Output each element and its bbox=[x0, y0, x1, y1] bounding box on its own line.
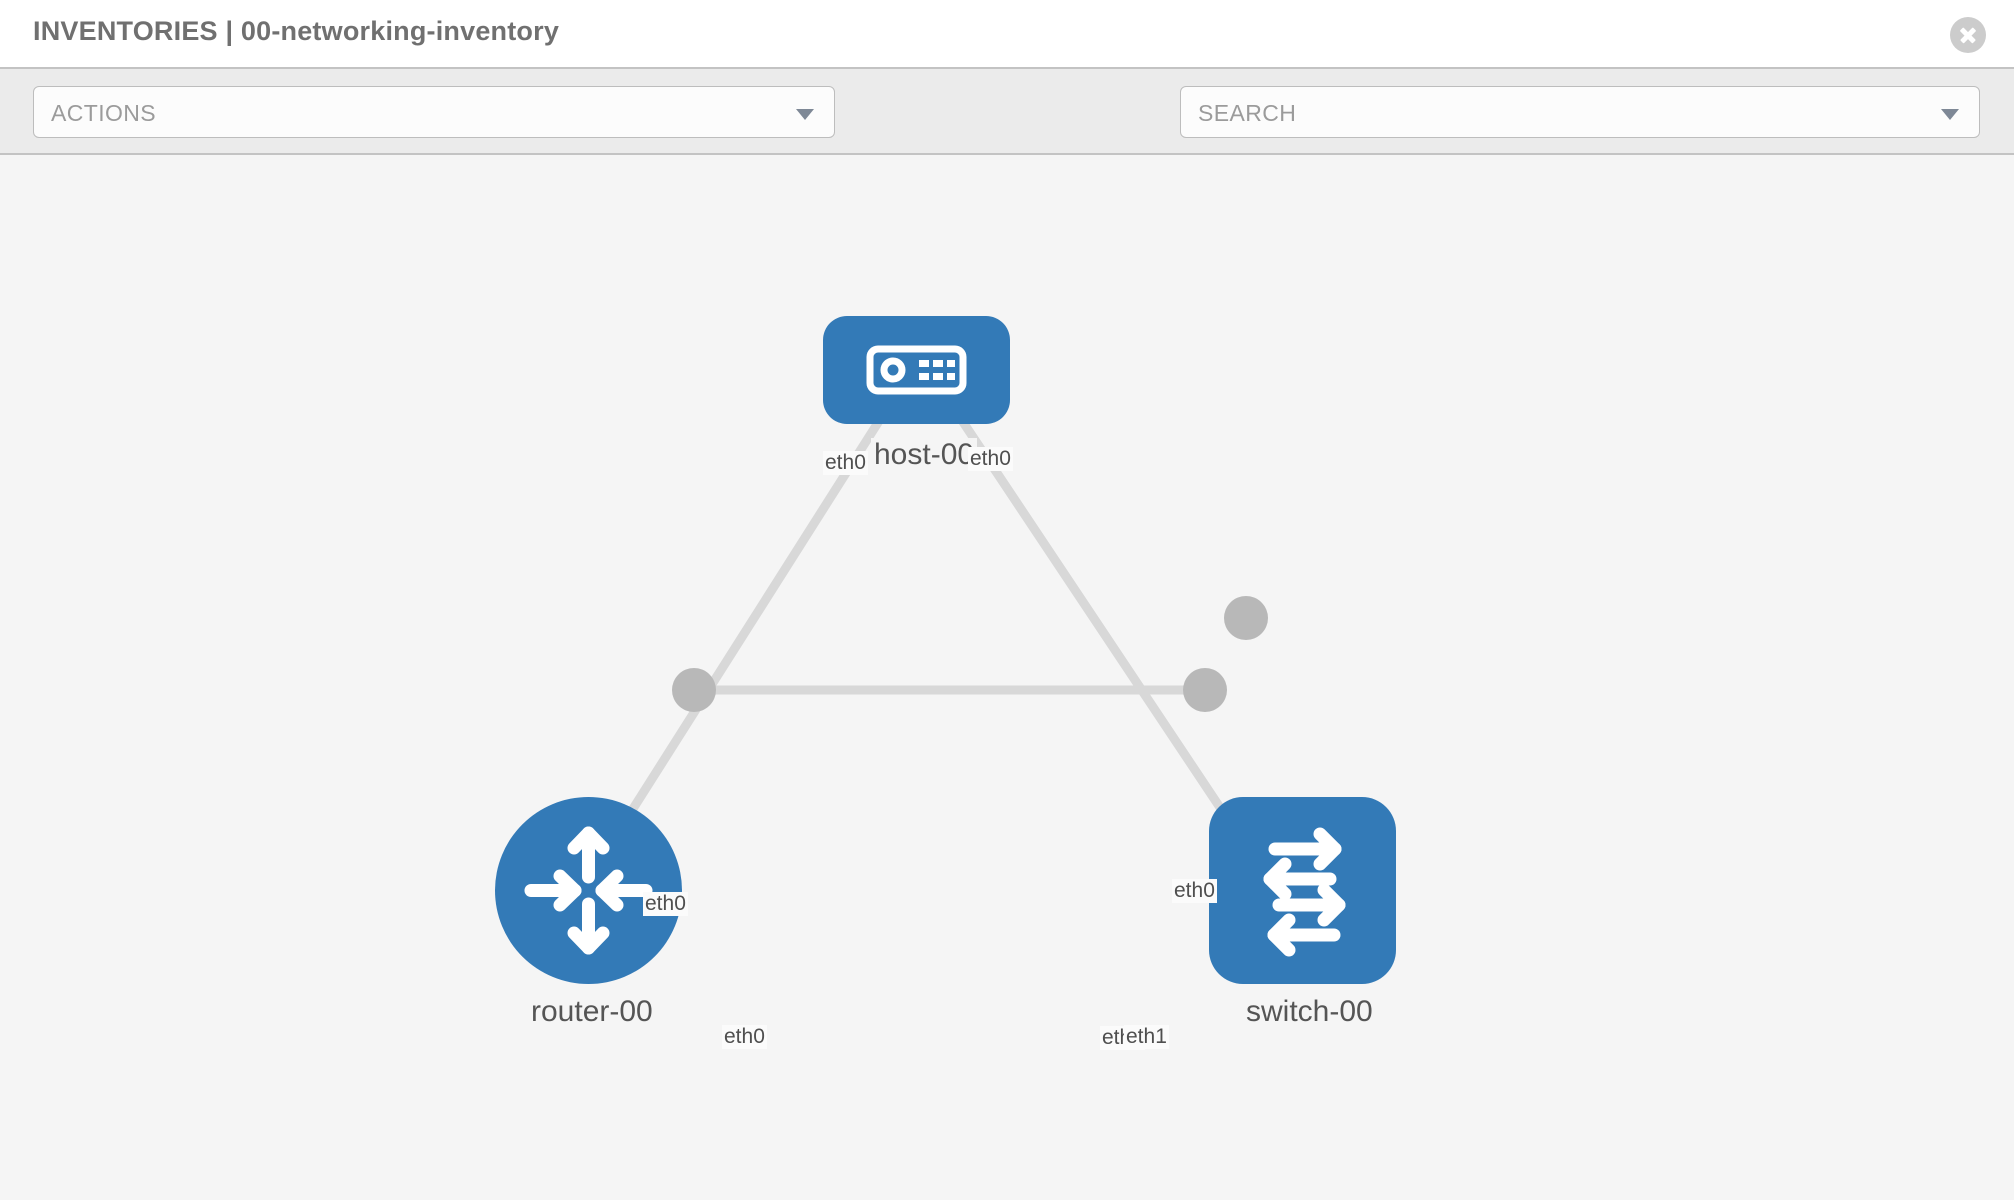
node-label-router-00: router-00 bbox=[528, 995, 656, 1029]
node-label-host-00: host-00 bbox=[871, 438, 978, 472]
topology-canvas[interactable]: host-00 router-00 switch-00 eth0 eth0 et… bbox=[0, 155, 2014, 1200]
topology-links bbox=[606, 317, 1268, 848]
node-switch-00[interactable] bbox=[1209, 797, 1396, 984]
node-host-00[interactable] bbox=[823, 316, 1010, 424]
close-icon[interactable] bbox=[1950, 17, 1986, 53]
chevron-down-icon bbox=[1941, 109, 1959, 120]
chevron-down-icon bbox=[796, 109, 814, 120]
port-switch-left[interactable] bbox=[1183, 668, 1227, 712]
search-input[interactable]: SEARCH bbox=[1180, 86, 1980, 138]
link-host-switch[interactable] bbox=[951, 407, 1249, 848]
page-header: INVENTORIES | 00-networking-inventory bbox=[0, 0, 2014, 69]
port-switch-top[interactable] bbox=[1224, 596, 1268, 640]
node-router-00[interactable] bbox=[495, 797, 682, 984]
actions-dropdown[interactable]: ACTIONS bbox=[33, 86, 835, 138]
iface-label-host-left: eth0 bbox=[823, 451, 868, 475]
port-router-right[interactable] bbox=[672, 668, 716, 712]
search-placeholder: SEARCH bbox=[1198, 100, 1297, 126]
iface-label-switch-eth1: eth1 bbox=[1124, 1025, 1169, 1049]
actions-dropdown-label: ACTIONS bbox=[51, 100, 157, 126]
iface-label-switch-uplink: eth0 bbox=[1172, 879, 1217, 903]
iface-label-router-eth0: eth0 bbox=[722, 1025, 767, 1049]
node-label-switch-00: switch-00 bbox=[1243, 995, 1376, 1029]
page-title: INVENTORIES | 00-networking-inventory bbox=[33, 16, 560, 46]
toolbar: ACTIONS SEARCH bbox=[0, 69, 2014, 198]
iface-label-router-uplink: eth0 bbox=[643, 892, 688, 916]
iface-label-host-right: eth0 bbox=[968, 447, 1013, 471]
link-host-router[interactable] bbox=[606, 407, 890, 848]
